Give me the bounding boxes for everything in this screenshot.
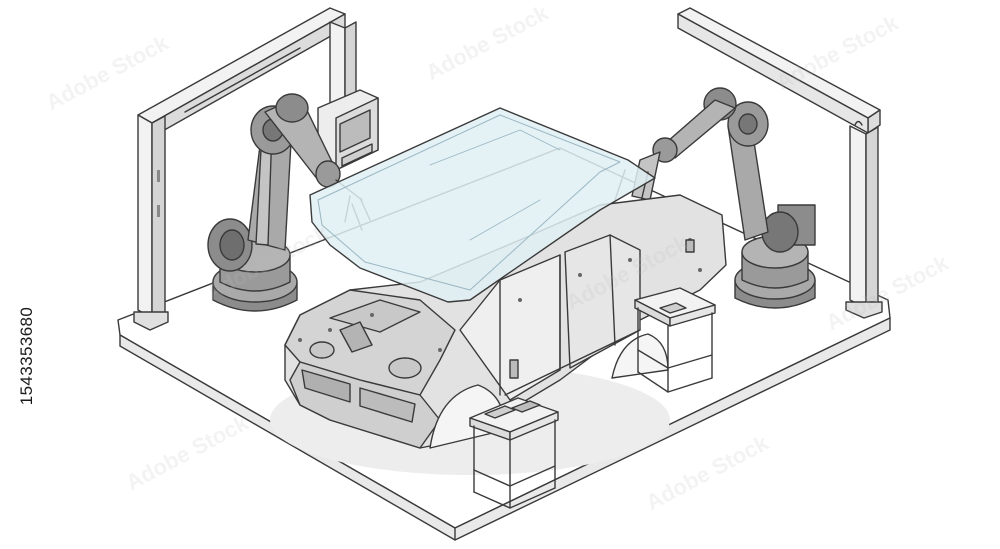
right-gantry-frame: [677, 7, 883, 319]
glass-roof-panel: [309, 107, 656, 303]
front-work-table: [469, 397, 559, 509]
left-control-console: [317, 89, 379, 171]
stock-image-id: 1543353680: [17, 306, 36, 406]
car-body-in-white: [284, 194, 727, 449]
left-robot-arm: [207, 93, 371, 312]
right-work-table: [634, 287, 716, 393]
